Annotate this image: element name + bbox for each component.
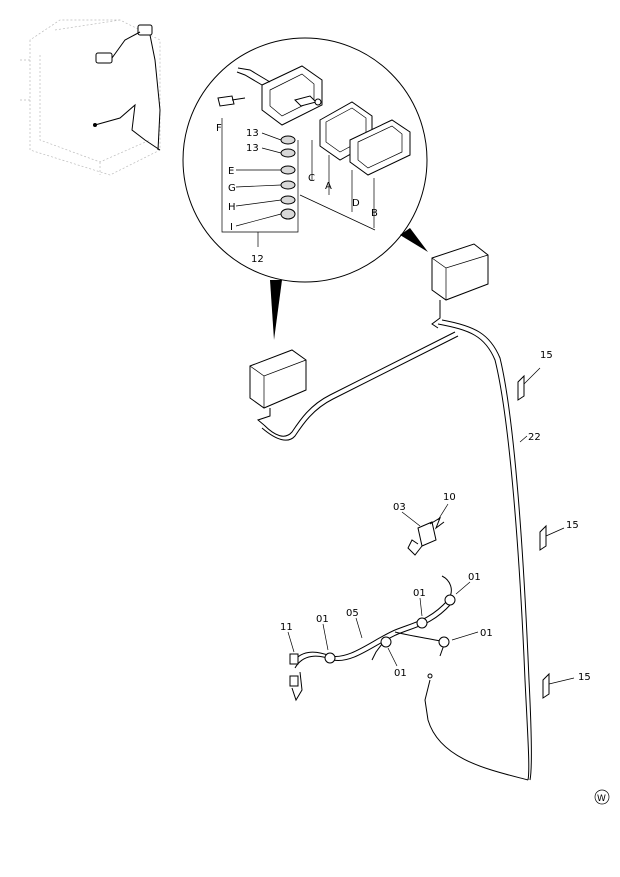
callout-15b: 15 [566,520,579,531]
callout-e: E [228,166,234,177]
callout-h: H [228,202,236,213]
callout-13a: 13 [246,128,259,139]
cab-outline [20,19,161,176]
callout-15a: 15 [540,350,553,361]
clips-01 [324,594,456,664]
callout-12: 12 [251,254,264,265]
connector-11 [287,631,299,687]
harness-05 [291,575,452,702]
right-work-lamp [431,243,489,329]
clamp-10 [429,503,449,530]
callout-01d: 01 [480,628,493,639]
callout-10: 10 [443,492,456,503]
callout-11: 11 [280,622,293,633]
callout-05: 05 [346,608,359,619]
clip-15a [517,367,541,401]
pointer-right [400,228,428,252]
harness-05-leaders [322,581,479,667]
detail-bolt [217,95,246,107]
callout-01e: 01 [394,668,407,679]
clip-15b [539,524,565,551]
pointer-down [270,280,282,340]
callout-g: G [228,183,236,194]
callout-d: D [352,198,360,209]
detail-lamp-housing [236,65,323,126]
callout-b: B [371,208,378,219]
detail-leaders [221,118,376,247]
callout-f: F [216,123,222,134]
callout-13b: 13 [246,143,259,154]
callout-15c: 15 [578,672,591,683]
detail-washers [280,135,296,220]
mark-letter: W [597,794,606,804]
detail-gasket [349,119,411,176]
harness-22 [261,319,532,781]
switch-03 [401,511,437,556]
callout-01b: 01 [413,588,426,599]
callout-i: I [230,222,233,233]
callout-22: 22 [528,432,541,443]
callout-01a: 01 [316,614,329,625]
callout-01c: 01 [468,572,481,583]
detail-circle [182,37,428,283]
callout-03: 03 [393,502,406,513]
clip-15c [542,672,575,699]
left-work-lamp [249,349,307,426]
cab-lamps [93,24,161,151]
callout-c: C [308,173,315,184]
callout-a: A [325,181,332,192]
circled-w-mark: W [594,789,610,805]
